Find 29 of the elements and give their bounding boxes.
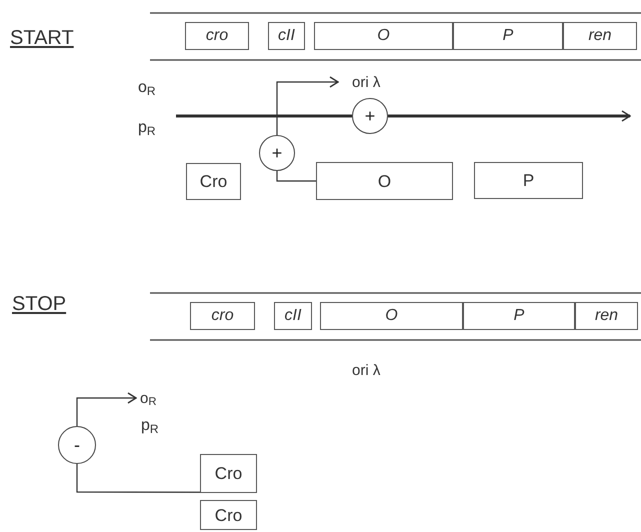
origin-label: ori λ	[352, 362, 380, 381]
promoter-label: p$_{R}$	[138, 118, 156, 138]
section-title: START	[10, 26, 74, 51]
origin-label: ori λ	[338, 71, 398, 93]
promoter-label: o$_{R}$	[136, 386, 168, 410]
protein-box: O	[316, 162, 453, 200]
gene-box: cro	[185, 22, 249, 50]
arrow	[276, 76, 339, 135]
gene-box: cII	[274, 302, 312, 330]
gene-box: O	[314, 22, 453, 50]
connector-line	[276, 171, 316, 182]
protein-box: Cro	[200, 500, 257, 530]
gene-box: ren	[575, 302, 638, 330]
connector-line	[76, 464, 200, 493]
gene-box: ren	[563, 22, 637, 50]
gene-box: cro	[190, 302, 255, 330]
promoter-label: p$_{R}$	[141, 416, 159, 436]
gene-box: P	[453, 22, 563, 50]
arrow	[388, 110, 631, 122]
protein-box: P	[474, 162, 583, 199]
gene-box: cII	[268, 22, 305, 50]
gene-box: P	[463, 302, 575, 330]
promoter-label: o$_{R}$	[138, 78, 156, 98]
protein-box: Cro	[200, 454, 257, 493]
arrow	[76, 392, 137, 426]
gene-box: O	[320, 302, 463, 330]
protein-box: Cro	[186, 163, 241, 200]
section-title: STOP	[12, 292, 66, 317]
connector-line	[176, 114, 352, 118]
